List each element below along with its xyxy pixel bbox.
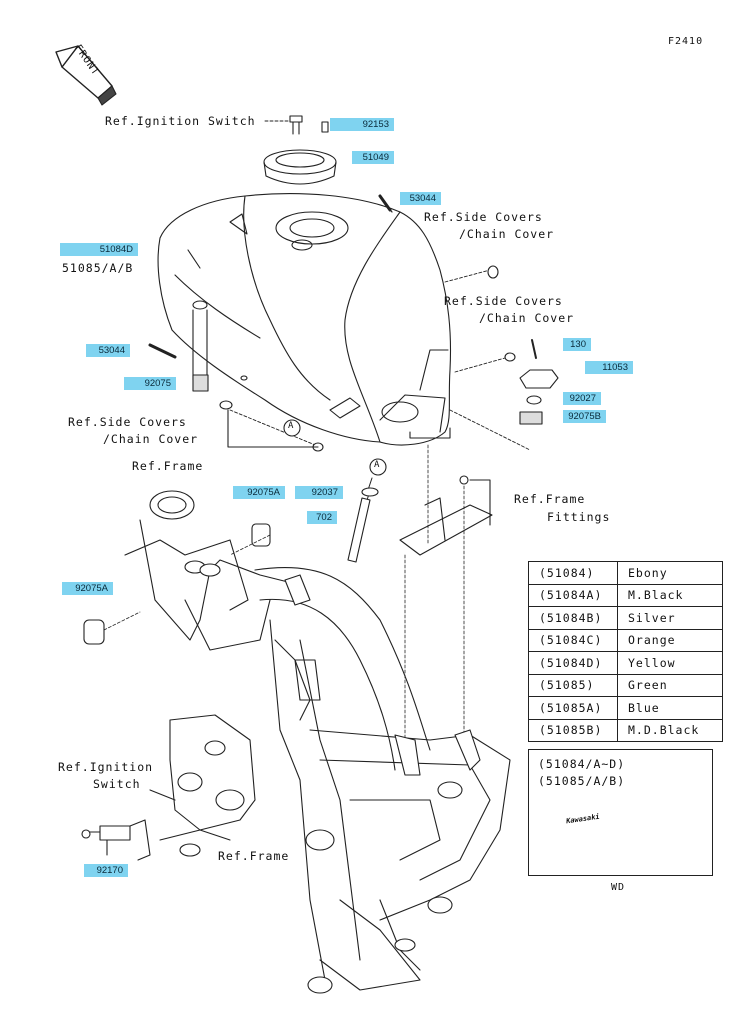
color-table-color: M.D.Black — [617, 718, 723, 742]
color-table-color: Ebony — [617, 561, 723, 585]
color-table-color: Silver — [617, 606, 723, 630]
marker-a1: A — [288, 421, 294, 431]
ref-chain-cover-3[interactable]: /Chain Cover — [103, 432, 199, 446]
inset-box — [528, 749, 713, 876]
part-label-92037[interactable]: 92037 — [295, 486, 343, 499]
color-table-color: Orange — [617, 628, 723, 652]
drain-hose — [347, 477, 379, 563]
inset-caption: WD — [611, 882, 626, 893]
color-table-row: (51085A)Blue — [528, 696, 723, 720]
part-label-92170[interactable]: 92170 — [84, 864, 128, 877]
color-table-code: (51084D) — [528, 651, 618, 675]
part-label-92075[interactable]: 92075 — [124, 377, 176, 390]
color-variant-table: (51084)Ebony(51084A)M.Black(51084B)Silve… — [528, 561, 723, 742]
color-table-row: (51084D)Yellow — [528, 651, 723, 675]
color-table-row: (51084)Ebony — [528, 561, 723, 585]
ref-ignition-switch-bottom[interactable]: Ref.Ignition — [58, 760, 154, 774]
marker-circle-a1 — [283, 419, 301, 437]
color-table-color: Green — [617, 673, 723, 697]
rubber-dampers — [83, 523, 271, 645]
part-label-92075b[interactable]: 92075B — [563, 410, 606, 423]
part-label-92075a-left[interactable]: 92075A — [62, 582, 113, 595]
part-label-92027[interactable]: 92027 — [563, 392, 601, 405]
part-label-92153[interactable]: 92153 — [330, 118, 394, 131]
color-table-code: (51084A) — [528, 583, 618, 607]
color-table-code: (51085B) — [528, 718, 618, 742]
color-table-row: (51085B)M.D.Black — [528, 718, 723, 742]
color-table-code: (51084) — [528, 561, 618, 585]
color-table-code: (51084B) — [528, 606, 618, 630]
part-label-11053[interactable]: 11053 — [585, 361, 633, 374]
color-table-row: (51084C)Orange — [528, 628, 723, 652]
color-table-code: (51085) — [528, 673, 618, 697]
frame-fittings-bracket — [399, 444, 493, 761]
front-arrow-icon — [55, 45, 117, 106]
color-table-code: (51085A) — [528, 696, 618, 720]
ref-chain-cover-2[interactable]: /Chain Cover — [479, 311, 575, 325]
color-table-color: Yellow — [617, 651, 723, 675]
ref-side-covers-3[interactable]: Ref.Side Covers — [68, 415, 187, 429]
figure-code: F2410 — [668, 36, 704, 47]
part-label-53044-left[interactable]: 53044 — [86, 344, 130, 357]
ref-frame-bottom[interactable]: Ref.Frame — [218, 849, 290, 863]
marker-a2: A — [374, 460, 380, 470]
ref-frame-fittings-2[interactable]: Fittings — [547, 510, 611, 524]
fuel-tank — [157, 193, 452, 446]
part-label-51049[interactable]: 51049 — [352, 151, 394, 164]
tank-hardware — [148, 194, 559, 452]
color-table-color: M.Black — [617, 583, 723, 607]
color-table-row: (51084A)M.Black — [528, 583, 723, 607]
ref-frame-top[interactable]: Ref.Frame — [132, 459, 204, 473]
part-label-51084d[interactable]: 51084D — [60, 243, 138, 256]
color-table-code: (51084C) — [528, 628, 618, 652]
color-table-row: (51084B)Silver — [528, 606, 723, 630]
part-label-130[interactable]: 130 — [563, 338, 591, 351]
fuel-cap-assembly — [263, 115, 337, 185]
ref-side-covers-2[interactable]: Ref.Side Covers — [444, 294, 563, 308]
color-table-color: Blue — [617, 696, 723, 720]
alt-part-51085: 51085/A/B — [62, 261, 134, 275]
ref-side-covers-1[interactable]: Ref.Side Covers — [424, 210, 543, 224]
marker-circle-a2 — [369, 458, 387, 476]
lower-frame-detail — [81, 714, 256, 861]
part-label-702[interactable]: 702 — [307, 511, 337, 524]
ref-ignition-switch-top[interactable]: Ref.Ignition Switch — [105, 114, 256, 128]
part-label-53044-top[interactable]: 53044 — [400, 192, 441, 205]
motorcycle-frame — [124, 490, 511, 994]
inset-line-2: (51085/A/B) — [538, 774, 626, 788]
inset-line-1: (51084/A~D) — [538, 757, 626, 771]
part-label-92075a-top[interactable]: 92075A — [233, 486, 285, 499]
reference-lines — [229, 120, 531, 451]
ref-chain-cover-1[interactable]: /Chain Cover — [459, 227, 555, 241]
color-table-row: (51085)Green — [528, 673, 723, 697]
ref-frame-fittings[interactable]: Ref.Frame — [514, 492, 586, 506]
ref-ignition-switch-bottom-2[interactable]: Switch — [93, 777, 141, 791]
